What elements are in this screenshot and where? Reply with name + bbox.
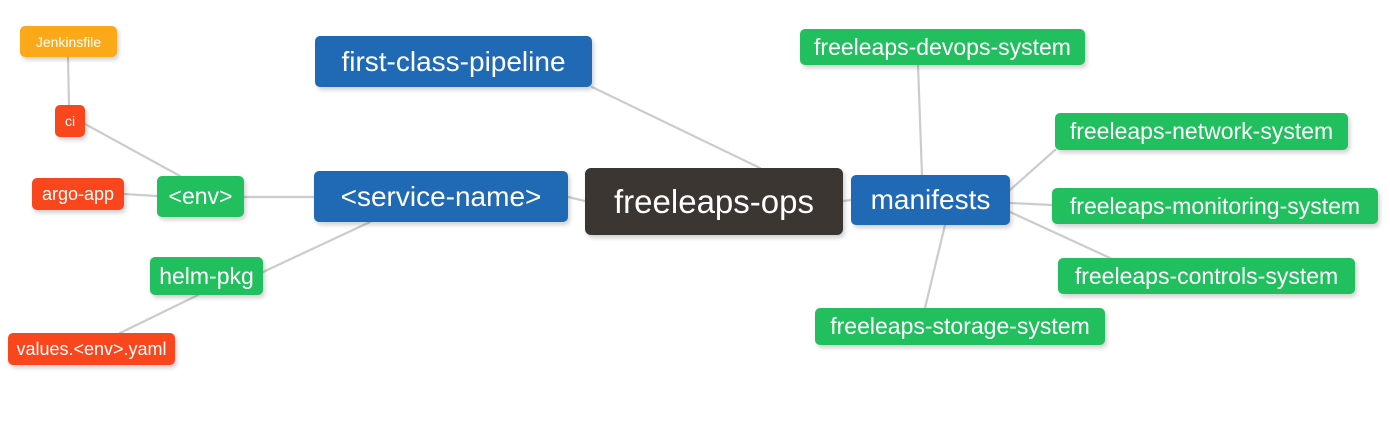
- edge-ci-to-jenkinsfile: [66, 55, 71, 107]
- node-helm-pkg[interactable]: helm-pkg: [150, 257, 263, 295]
- node-first-class-pipeline[interactable]: first-class-pipeline: [315, 36, 592, 87]
- edge-root-to-service-name: [566, 195, 587, 203]
- node-freeleaps-devops-system[interactable]: freeleaps-devops-system: [800, 29, 1085, 65]
- node-service-name[interactable]: <service-name>: [314, 171, 568, 222]
- node-freeleaps-network-system[interactable]: freeleaps-network-system: [1055, 113, 1348, 150]
- edge-manifests-to-freeleaps-storage-system: [923, 223, 947, 310]
- node-argo-app[interactable]: argo-app: [32, 178, 124, 210]
- node-ci[interactable]: ci: [55, 105, 85, 137]
- edge-manifests-to-freeleaps-devops-system: [916, 63, 924, 177]
- node-jenkinsfile[interactable]: Jenkinsfile: [20, 26, 117, 57]
- node-manifests[interactable]: manifests: [851, 175, 1010, 225]
- node-root[interactable]: freeleaps-ops: [585, 168, 843, 235]
- node-values-env-yaml[interactable]: values.<env>.yaml: [8, 333, 175, 365]
- edge-helm-pkg-to-values-env-yaml: [118, 293, 200, 335]
- node-freeleaps-controls-system[interactable]: freeleaps-controls-system: [1058, 258, 1355, 294]
- node-env[interactable]: <env>: [157, 176, 244, 217]
- node-freeleaps-storage-system[interactable]: freeleaps-storage-system: [815, 308, 1105, 345]
- edge-env-to-ci: [83, 122, 182, 178]
- edge-manifests-to-freeleaps-network-system: [1008, 148, 1057, 192]
- edge-manifests-to-freeleaps-monitoring-system: [1008, 201, 1054, 207]
- edge-service-name-to-helm-pkg: [261, 220, 372, 274]
- edge-root-to-manifests: [841, 198, 853, 203]
- edge-root-to-first-class-pipeline: [590, 85, 762, 170]
- edge-env-to-argo-app: [122, 192, 159, 198]
- node-freeleaps-monitoring-system[interactable]: freeleaps-monitoring-system: [1052, 188, 1378, 224]
